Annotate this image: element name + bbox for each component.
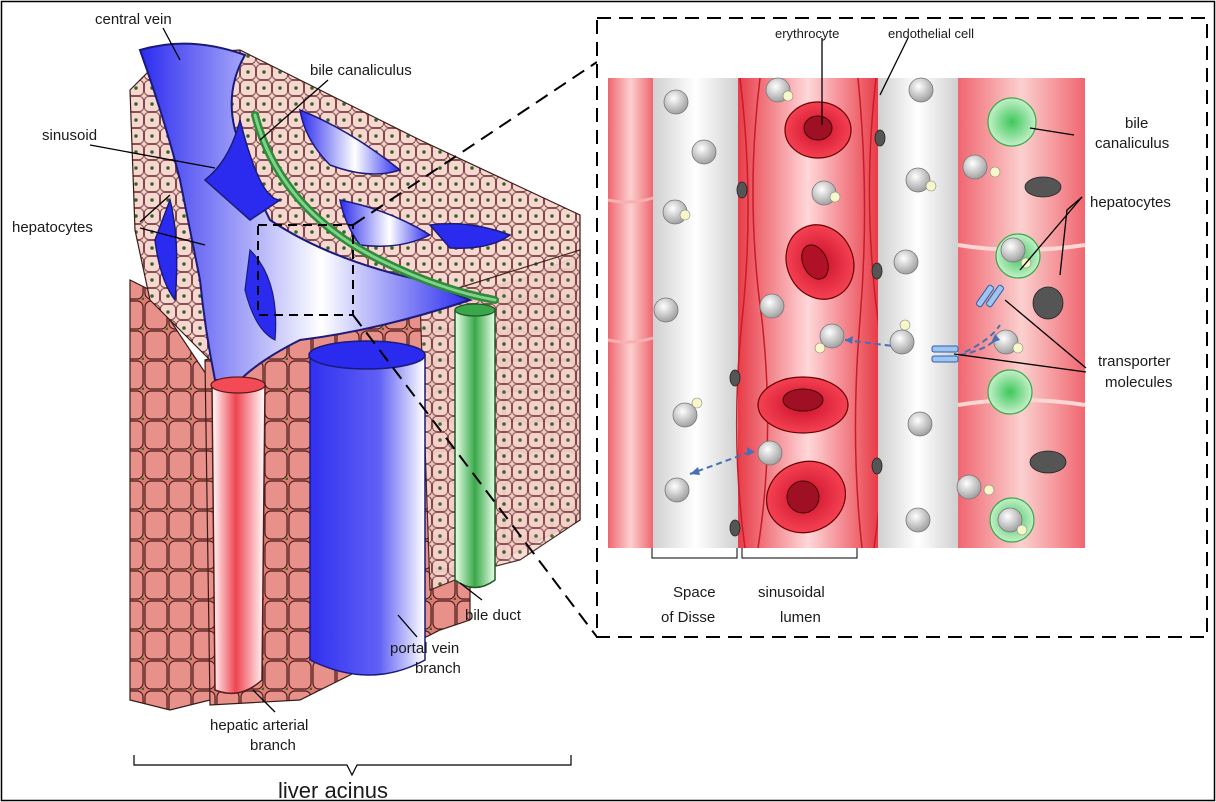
transporter-label-line1: transporter: [1098, 353, 1171, 370]
bile-duct-label: bile duct: [465, 607, 522, 624]
portal-vein-label-line1: portal vein: [390, 640, 459, 657]
sinusoid-inset: [597, 18, 1207, 637]
hepatic-arterial-label-line2: branch: [250, 737, 296, 754]
transporter-label-line2: molecules: [1105, 374, 1173, 391]
central-vein-label: central vein: [95, 11, 172, 28]
erythrocyte-label: erythrocyte: [775, 26, 839, 41]
bile-canaliculus-label-right-line1: bile: [1125, 115, 1148, 132]
sinusoidal-lumen-label-line2: lumen: [780, 609, 821, 626]
bile-canaliculus-label-left: bile canaliculus: [310, 62, 412, 79]
space-of-disse-label-line1: Space: [673, 584, 716, 601]
sinusoidal-lumen-label-line1: sinusoidal: [758, 584, 825, 601]
liver-acinus-label: liver acinus: [278, 778, 388, 802]
hepatocytes-label-left: hepatocytes: [12, 219, 93, 236]
bile-canaliculus-label-right-line2: canaliculus: [1095, 135, 1169, 152]
endothelial-cell-label: endothelial cell: [888, 26, 974, 41]
hepatic-arterial-branch: [212, 385, 265, 693]
hepatocytes-label-right: hepatocytes: [1090, 194, 1171, 211]
hepatic-arterial-label-line1: hepatic arterial: [210, 717, 308, 734]
sinusoid-label: sinusoid: [42, 127, 97, 144]
bile-duct: [455, 310, 495, 588]
portal-vein-label-line2: branch: [415, 660, 461, 677]
space-of-disse-label-line2: of Disse: [661, 609, 715, 626]
